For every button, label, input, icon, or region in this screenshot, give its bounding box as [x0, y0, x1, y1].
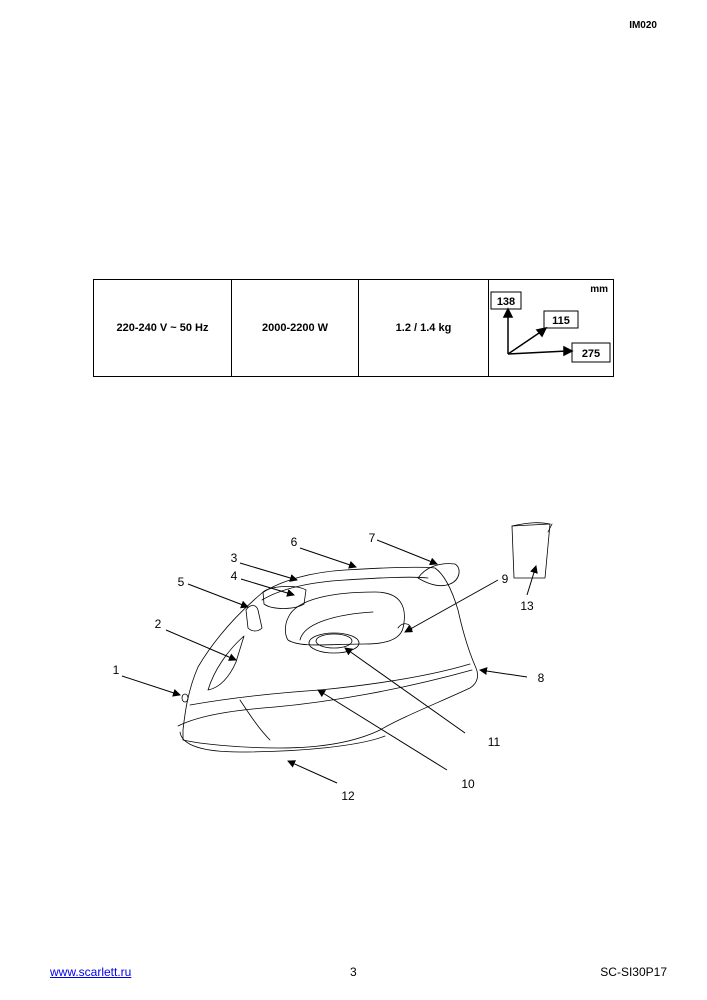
width-box — [543, 310, 579, 329]
page-number: 3 — [350, 965, 357, 979]
table-row: 220-240 V ~ 50 Hz 2000-2200 W 1.2 / 1.4 … — [93, 279, 614, 377]
dimension-unit: mm — [590, 284, 608, 295]
weight-cell: 1.2 / 1.4 kg — [358, 279, 489, 377]
dimensions-diagram: mm 138 115 275 — [490, 284, 611, 363]
steam-shot-button — [245, 605, 263, 632]
length-box — [571, 342, 611, 363]
height-box — [490, 291, 522, 310]
spray-button — [262, 586, 307, 609]
model-number: SC-SI30P17 — [600, 965, 667, 979]
soleplate-edge — [179, 731, 386, 753]
dimensions-cell: mm 138 115 275 — [488, 279, 614, 377]
page-footer: www.scarlett.ru 3 SC-SI30P17 — [50, 965, 667, 981]
front-panel-line — [239, 699, 271, 741]
width-arrowhead — [535, 326, 548, 338]
handle-top-line — [261, 576, 429, 601]
callout-label-10: 10 — [461, 777, 475, 791]
callout-arrow-2 — [165, 629, 237, 661]
spray-nozzle — [181, 693, 189, 703]
callout-label-1: 1 — [113, 663, 120, 677]
callout-arrow-6 — [299, 547, 357, 569]
callout-label-11: 11 — [488, 735, 501, 749]
measuring-cup-body — [511, 523, 551, 579]
power-cell: 2000-2200 W — [231, 279, 359, 377]
voltage-value: 220-240 V ~ 50 Hz — [116, 322, 209, 334]
callout-arrow-8 — [479, 667, 528, 678]
dimension-arrows — [502, 307, 574, 357]
callout-label-2: 2 — [155, 617, 162, 631]
callout-arrow-10 — [317, 689, 448, 771]
power-value: 2000-2200 W — [261, 322, 329, 334]
callout-label-12: 12 — [341, 789, 355, 803]
callout-label-4: 4 — [231, 569, 238, 583]
website-link[interactable]: www.scarlett.ru — [50, 965, 132, 979]
water-window — [207, 635, 245, 691]
callout-arrow-3 — [239, 562, 298, 582]
width-arrow — [507, 330, 543, 355]
document-code: IM020 — [629, 20, 657, 31]
callout-label-6: 6 — [291, 535, 298, 549]
callout-arrow-9 — [404, 579, 499, 633]
voltage-cell: 220-240 V ~ 50 Hz — [93, 279, 232, 377]
length-value: 275 — [582, 348, 600, 360]
callout-arrow-13 — [526, 565, 538, 596]
callout-label-7: 7 — [369, 531, 376, 545]
body-seam-line — [177, 669, 473, 727]
callout-arrow-11 — [344, 647, 466, 734]
callout-arrow-1 — [121, 675, 181, 697]
callout-arrows — [121, 539, 538, 784]
cord-swivel — [417, 563, 460, 586]
measuring-cup-spout — [547, 523, 553, 533]
handle-inner-line — [299, 611, 374, 641]
iron-diagram: 1 2 3 4 5 6 7 8 9 10 11 12 13 — [113, 522, 553, 803]
temperature-dial — [308, 632, 360, 654]
callout-label-8: 8 — [538, 671, 545, 685]
length-arrow — [507, 350, 568, 355]
callout-label-9: 9 — [502, 572, 509, 586]
handle-opening — [284, 591, 405, 646]
callout-arrow-5 — [187, 583, 249, 609]
height-arrowhead — [502, 307, 514, 318]
callout-labels: 1 2 3 4 5 6 7 8 9 10 11 12 13 — [113, 531, 545, 803]
temperature-dial-inner — [315, 633, 353, 649]
callout-arrow-12 — [287, 760, 338, 784]
callout-label-13: 13 — [520, 599, 534, 613]
length-arrowhead — [563, 345, 574, 357]
callout-label-5: 5 — [178, 575, 185, 589]
specifications-table: 220-240 V ~ 50 Hz 2000-2200 W 1.2 / 1.4 … — [93, 279, 614, 377]
callout-label-3: 3 — [231, 551, 238, 565]
width-value: 115 — [552, 315, 570, 327]
height-value: 138 — [497, 296, 515, 308]
iron-body-outline — [182, 566, 478, 749]
callout-arrow-7 — [376, 539, 438, 566]
callout-arrow-4 — [240, 578, 295, 597]
weight-value: 1.2 / 1.4 kg — [395, 322, 452, 334]
measuring-cup-rim — [511, 522, 551, 527]
